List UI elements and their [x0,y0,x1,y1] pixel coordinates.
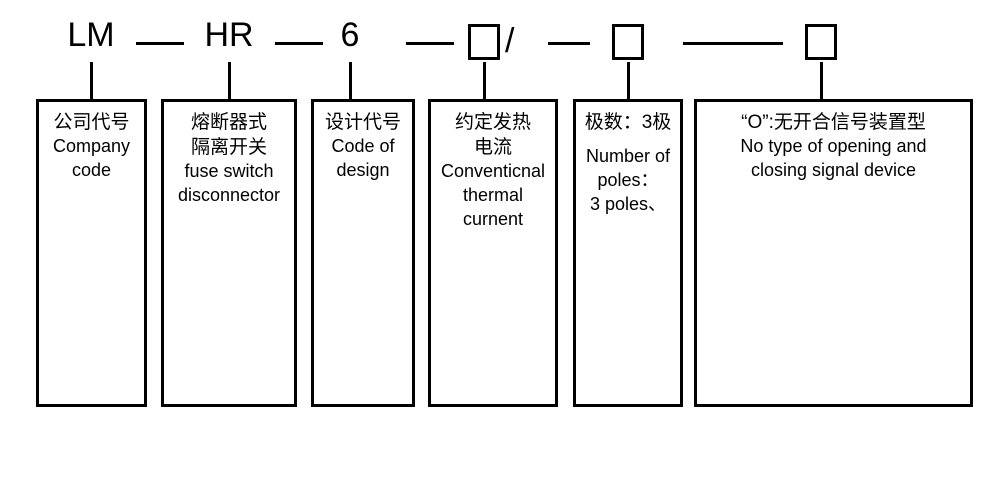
placeholder-box-poles [612,24,644,60]
connector-stem-4 [483,62,486,100]
desc-cn-line: 极数：3极 [584,112,672,133]
placeholder-box-thermal-current [468,24,500,60]
separator-dash-2 [275,42,323,45]
connector-stem-6 [820,62,823,100]
connector-stem-2 [228,62,231,100]
desc-cn-line: 设计代号 [324,112,401,133]
separator-dash-1 [136,42,184,45]
desc-en-line: Code of [331,136,395,157]
connector-stem-1 [90,62,93,100]
desc-en-line: curnent [462,208,524,229]
desc-box-code-of-design: 设计代号 Code of design [311,99,415,407]
desc-en-line: No type of opening and [740,136,927,157]
desc-en-line: code [71,159,112,180]
desc-en-line: 3 poles、 [589,193,667,214]
desc-box-company-code: 公司代号 Company code [36,99,147,407]
connector-stem-3 [349,62,352,100]
spacer [580,135,676,145]
code-token-series: HR [204,16,254,54]
desc-cn-line: 电流 [473,137,512,159]
desc-en-line: Company [52,136,131,157]
desc-en-line: closing signal device [750,159,917,180]
desc-box-signal-device-type: “O”:无开合信号装置型 No type of opening and clos… [694,99,973,407]
code-token-design: 6 [340,16,360,54]
desc-en-line: design [336,159,390,180]
desc-box-conventional-thermal-current: 约定发热 电流 Conventicnal thermal curnent [428,99,558,407]
desc-en-line: Conventicnal [440,161,546,182]
placeholder-box-signal-device [805,24,837,60]
separator-dash-3 [406,42,454,45]
desc-en-line: poles： [597,169,659,190]
desc-cn-line: 约定发热 [454,112,531,133]
separator-dash-5 [683,42,783,45]
code-token-company: LM [67,16,115,54]
connector-stem-5 [627,62,630,100]
desc-en-line: disconnector [177,184,281,205]
desc-cn-line: 公司代号 [53,112,130,133]
slash-separator: / [505,22,515,60]
desc-cn-line: “O”:无开合信号装置型 [741,112,926,133]
desc-box-number-of-poles: 极数：3极 Number of poles： 3 poles、 [573,99,683,407]
separator-dash-4 [548,42,590,45]
desc-en-line: Number of [585,146,671,167]
desc-cn-line: 熔断器式 [190,112,267,133]
desc-en-line: fuse switch [184,161,274,182]
desc-box-fuse-switch-disconnector: 熔断器式 隔离开关 fuse switch disconnector [161,99,297,407]
desc-cn-line: 隔离开关 [190,137,267,159]
desc-en-line: thermal [462,184,524,205]
